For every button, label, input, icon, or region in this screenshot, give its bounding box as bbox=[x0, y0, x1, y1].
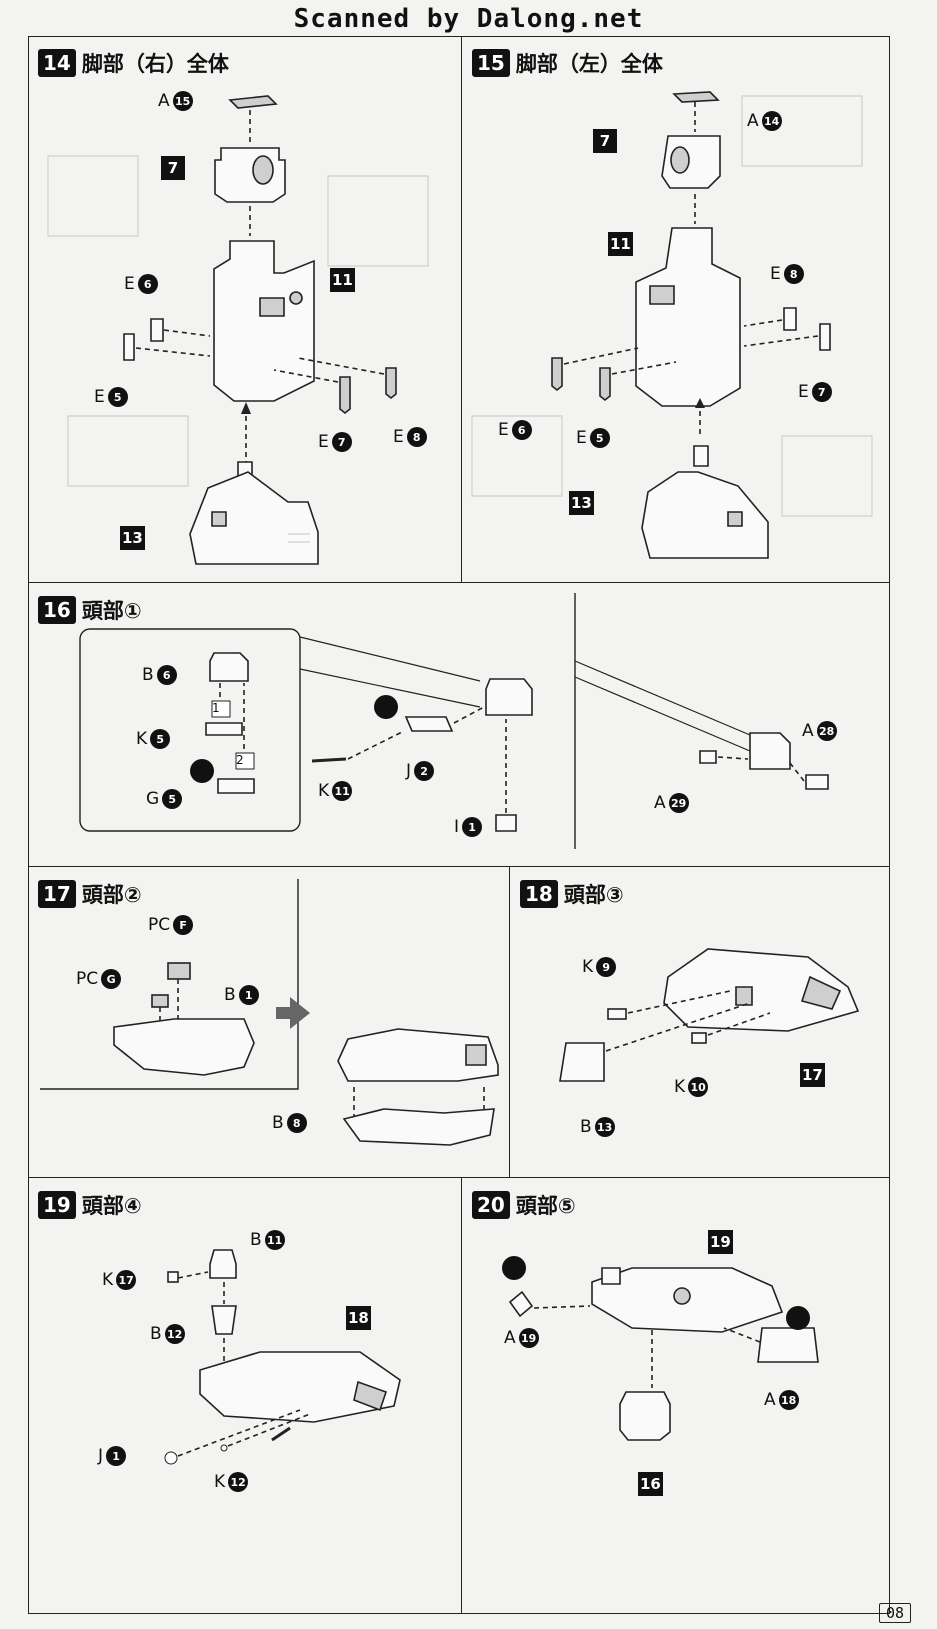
ref-step-19: 19 bbox=[708, 1230, 733, 1254]
head-step2-diagram bbox=[40, 879, 499, 1146]
head-step1-diagram bbox=[79, 593, 829, 849]
step-title: 頭部⑤ bbox=[515, 1194, 576, 1218]
ref-step-11: 11 bbox=[608, 232, 633, 256]
ref-step-16: 16 bbox=[638, 1472, 663, 1496]
step-title: 頭部④ bbox=[81, 1194, 142, 1218]
ref-step-13: 13 bbox=[569, 491, 594, 515]
step-19-header: 19 頭部④ bbox=[38, 1190, 142, 1220]
leg-left-assembly-diagram bbox=[471, 91, 873, 559]
order-2: 2 bbox=[236, 753, 244, 767]
step-15-header: 15 脚部（左）全体 bbox=[472, 48, 663, 78]
ref-step-18: 18 bbox=[346, 1306, 371, 1330]
leg-right-assembly-diagram bbox=[47, 95, 429, 565]
ref-step-7: 7 bbox=[161, 156, 185, 180]
step-number: 20 bbox=[472, 1191, 510, 1219]
ref-step-13: 13 bbox=[120, 526, 145, 550]
step-14-header: 14 脚部（右）全体 bbox=[38, 48, 229, 78]
step-title: 脚部（左）全体 bbox=[515, 52, 663, 76]
scan-credit: Scanned by Dalong.net bbox=[293, 4, 644, 34]
ref-step-11: 11 bbox=[330, 268, 355, 292]
step-number: 16 bbox=[38, 596, 76, 624]
step-title: 頭部③ bbox=[563, 883, 624, 907]
step-title: 脚部（右）全体 bbox=[81, 52, 229, 76]
step-17-header: 17 頭部② bbox=[38, 879, 142, 909]
step-20-header: 20 頭部⑤ bbox=[472, 1190, 576, 1220]
head-step4-diagram bbox=[164, 1249, 401, 1465]
step-title: 頭部① bbox=[81, 599, 142, 623]
ref-step-7: 7 bbox=[593, 129, 617, 153]
ref-step-17: 17 bbox=[800, 1063, 825, 1087]
head-step5-diagram bbox=[502, 1256, 819, 1441]
step-number: 17 bbox=[38, 880, 76, 908]
step-number: 18 bbox=[520, 880, 558, 908]
head-step3-diagram bbox=[559, 948, 860, 1082]
step-number: 19 bbox=[38, 1191, 76, 1219]
order-1: 1 bbox=[212, 701, 220, 715]
step-18-header: 18 頭部③ bbox=[520, 879, 624, 909]
step-16-header: 16 頭部① bbox=[38, 595, 142, 625]
step-number: 14 bbox=[38, 49, 76, 77]
page-number: 08 bbox=[878, 1603, 911, 1623]
step-title: 頭部② bbox=[81, 883, 142, 907]
step-number: 15 bbox=[472, 49, 510, 77]
